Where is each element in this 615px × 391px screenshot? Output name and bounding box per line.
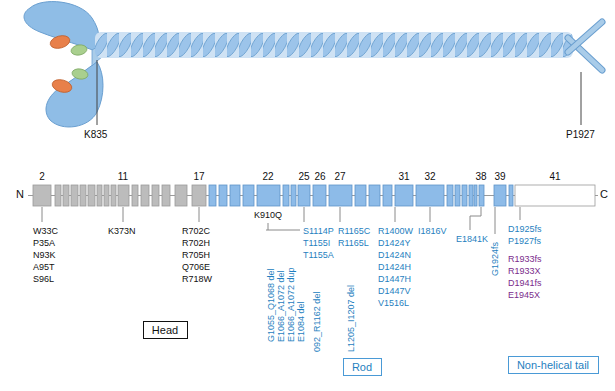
mutation-label: R1165C bbox=[338, 226, 370, 237]
exon-number: 27 bbox=[334, 171, 345, 183]
mutation-label: R1400W bbox=[378, 226, 413, 237]
exon-number: 41 bbox=[549, 171, 560, 183]
mutation-label: E1066_A1072 dup bbox=[286, 267, 296, 342]
exon-number: 39 bbox=[494, 171, 505, 183]
mutation-label: R718W bbox=[182, 274, 212, 285]
mutation-label: D1447H bbox=[378, 274, 411, 285]
exon-number: 31 bbox=[398, 171, 409, 183]
mutation-label: E1841K bbox=[456, 234, 488, 245]
mutation-label: L1205_I1207 del bbox=[346, 285, 356, 352]
terminus-label: N bbox=[16, 188, 24, 201]
mutation-label: P1927fs bbox=[508, 236, 541, 247]
domain-box: Head bbox=[143, 321, 188, 339]
mutation-label: E1084 del bbox=[296, 301, 306, 342]
exon-number: 22 bbox=[262, 171, 273, 183]
box-label: Rod bbox=[344, 360, 381, 374]
mutation-label: K910Q bbox=[254, 210, 282, 221]
mutation-label: D1447V bbox=[378, 286, 411, 297]
exon-number: 38 bbox=[475, 171, 486, 183]
mutation-label: D1941fs bbox=[508, 278, 542, 289]
exon-number: 17 bbox=[193, 171, 204, 183]
mutation-label: R702C bbox=[182, 226, 210, 237]
mutation-label: V1516L bbox=[378, 298, 409, 309]
mutation-label: T1155I bbox=[303, 238, 330, 249]
mutation-label: D1925fs bbox=[508, 224, 542, 235]
mutation-label: R705H bbox=[182, 250, 210, 261]
exon-number: 2 bbox=[39, 171, 45, 183]
mutation-label: T1155A bbox=[303, 250, 334, 261]
exon-number: 25 bbox=[298, 171, 309, 183]
mutation-label: S96L bbox=[33, 274, 54, 285]
mutation-label: 092_R1162 del bbox=[312, 292, 322, 352]
mutation-label: I1816V bbox=[418, 226, 447, 237]
mutation-label: E1066_A1072 del bbox=[276, 270, 286, 342]
residue-label: K835 bbox=[84, 129, 107, 141]
mutation-label: R1933X bbox=[508, 266, 541, 277]
terminus-label: C bbox=[600, 188, 608, 201]
mutation-label: R702H bbox=[182, 238, 210, 249]
domain-box: Non-helical tail bbox=[508, 356, 599, 374]
mutation-label: K373N bbox=[108, 226, 136, 237]
exon-number: 32 bbox=[424, 171, 435, 183]
mutation-label: S1114P bbox=[303, 226, 334, 237]
mutation-label: N93K bbox=[33, 250, 56, 261]
mutation-label: R1933fs bbox=[508, 254, 542, 265]
exon-number: 26 bbox=[314, 171, 325, 183]
mutation-label: P35A bbox=[33, 238, 55, 249]
mutation-label: E1945X bbox=[508, 290, 540, 301]
mutation-label: D1424Y bbox=[378, 238, 411, 249]
mutation-label: D1424H bbox=[378, 262, 411, 273]
residue-label: P1927 bbox=[566, 129, 595, 141]
mutation-label: G1924fs bbox=[490, 242, 500, 276]
mutation-label: A95T bbox=[33, 262, 55, 273]
box-label: Non-helical tail bbox=[509, 358, 598, 372]
mutation-label: W33C bbox=[33, 226, 58, 237]
exon-number: 11 bbox=[118, 171, 128, 183]
mutation-label: D1424N bbox=[378, 250, 411, 261]
box-label: Head bbox=[144, 323, 187, 337]
mutation-label: G1055_Q1068 del bbox=[266, 268, 276, 342]
domain-box: Rod bbox=[343, 358, 382, 376]
mutation-label: Q706E bbox=[182, 262, 210, 273]
mutation-label: R1165L bbox=[338, 238, 369, 249]
